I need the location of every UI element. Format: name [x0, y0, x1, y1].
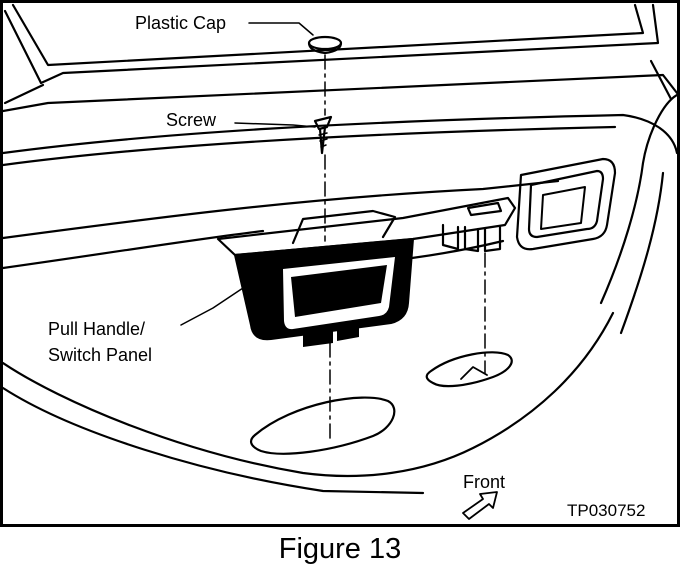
switch-cutout: [425, 351, 513, 388]
leader-pull-handle: [180, 287, 244, 326]
label-switch-panel: Switch Panel: [48, 345, 153, 365]
label-screw: Screw: [166, 110, 217, 130]
pull-handle-cup: [233, 237, 415, 347]
label-front: Front: [463, 472, 506, 492]
plastic-cap: [307, 35, 343, 51]
figure-caption: Figure 13: [278, 533, 402, 565]
label-plastic-cap: Plastic Cap: [135, 13, 227, 33]
pull-handle-cutout: [250, 396, 396, 455]
inner-handle-bezel: [515, 157, 617, 251]
front-arrow-icon: [462, 491, 498, 520]
screw: [313, 115, 333, 131]
leader-plastic-cap: [248, 22, 314, 36]
diagram-frame: Plastic Cap Screw Pull Handle/ Switch Pa…: [0, 0, 680, 527]
leader-screw: [234, 122, 316, 128]
figure-code: TP030752: [567, 501, 646, 520]
lower-contour: [3, 311, 615, 478]
window-frame: [3, 3, 660, 85]
door-panel-illustration: [3, 3, 677, 520]
label-pull-handle: Pull Handle/: [48, 319, 146, 339]
upper-trim: [3, 113, 677, 155]
armrest-band: [3, 179, 560, 240]
